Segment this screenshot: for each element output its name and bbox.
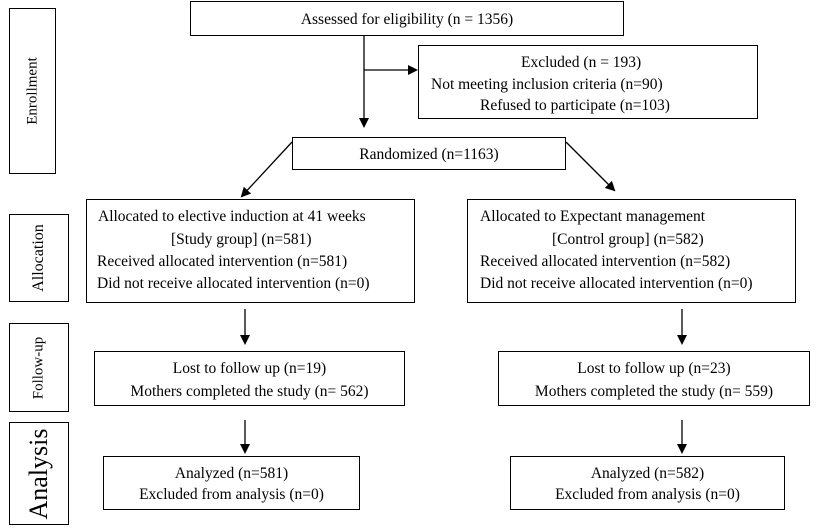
assessed-text: Assessed for eligibility (n = 1356) [300,11,514,28]
allocation-stage-label: Allocation [9,214,69,302]
control-analysis-line-1: Analyzed (n=582) [590,465,705,482]
control-followup-line-1: Lost to follow up (n=23) [577,360,731,377]
followup-stage-label: Follow-up [9,323,69,412]
assessed-box: Assessed for eligibility (n = 1356) [190,1,624,36]
excluded-reason-1: Not meeting inclusion criteria (n=90) [431,76,663,93]
study-followup-line-1: Lost to follow up (n=19) [172,360,327,377]
study-analysis-box: Analyzed (n=581) Excluded from analysis … [103,456,360,510]
randomized-box: Randomized (n=1163) [292,137,566,170]
control-alloc-line-2: [Control group] (n=582) [552,231,704,248]
study-alloc-line-4: Did not receive allocated intervention (… [97,275,370,292]
control-allocation-box: Allocated to Expectant management [Contr… [467,199,796,303]
analysis-stage-label: Analysis [9,422,69,525]
study-followup-box: Lost to follow up (n=19) Mothers complet… [94,351,405,406]
excluded-reason-2: Refused to participate (n=103) [480,97,670,114]
control-analysis-box: Analyzed (n=582) Excluded from analysis … [510,456,785,510]
excluded-box: Excluded (n = 193) Not meeting inclusion… [418,45,758,119]
study-allocation-box: Allocated to elective induction at 41 we… [86,199,415,303]
study-alloc-line-1: Allocated to elective induction at 41 we… [98,208,366,225]
control-alloc-line-4: Did not receive allocated intervention (… [480,275,753,292]
control-followup-box: Lost to follow up (n=23) Mothers complet… [498,351,810,406]
arrow-randomized-to-study [240,141,293,198]
study-analysis-line-2: Excluded from analysis (n=0) [139,486,324,503]
arrow-randomized-to-control [565,141,616,192]
control-analysis-line-2: Excluded from analysis (n=0) [555,486,740,503]
study-analysis-line-1: Analyzed (n=581) [174,465,289,482]
control-alloc-line-3: Received allocated intervention (n=582) [480,253,731,270]
randomized-text: Randomized (n=1163) [359,146,499,163]
study-alloc-line-3: Received allocated intervention (n=581) [97,253,348,270]
excluded-title: Excluded (n = 193) [521,54,642,71]
study-followup-line-2: Mothers completed the study (n= 562) [130,383,369,400]
study-alloc-line-2: [Study group] (n=581) [171,231,312,248]
control-followup-line-2: Mothers completed the study (n= 559) [534,383,774,400]
enrollment-stage-label: Enrollment [9,8,56,174]
control-alloc-line-1: Allocated to Expectant management [480,208,706,225]
